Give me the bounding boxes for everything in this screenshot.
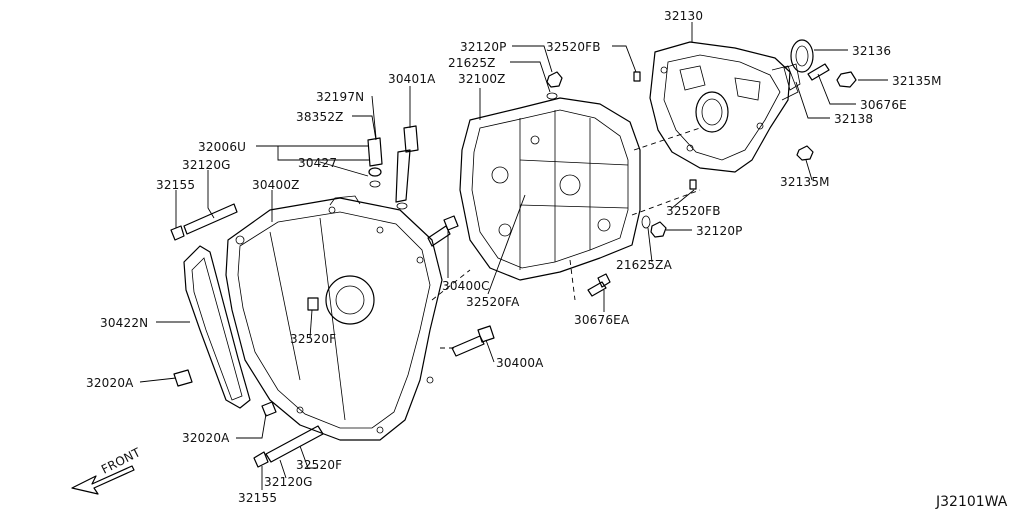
front-label: FRONT — [99, 445, 143, 477]
bolt-30676e — [807, 63, 830, 81]
oil-seal — [790, 39, 814, 73]
gasket-32138 — [783, 63, 801, 91]
label-32155-1: 32155 — [156, 178, 195, 192]
cover-plate — [183, 245, 251, 409]
label-30400z: 30400Z — [252, 178, 300, 192]
label-30427: 30427 — [298, 156, 337, 170]
label-32520fb-2: 32520FB — [666, 204, 721, 218]
leader-lines — [139, 22, 888, 490]
switch-30401a — [395, 125, 419, 210]
diagram-reference-code: J32101WA — [935, 494, 1008, 510]
label-30676e: 30676E — [860, 98, 907, 112]
assembly-lines — [431, 127, 701, 349]
filler-plug-upper — [546, 71, 563, 100]
label-30400c: 30400C — [442, 279, 490, 293]
sensor-32197n — [367, 137, 383, 188]
bolt-30400c — [427, 215, 459, 247]
transmission-case — [459, 97, 641, 281]
label-32020a-2: 32020A — [182, 431, 230, 445]
label-30401a: 30401A — [388, 72, 436, 86]
stud-bolt-lower — [253, 425, 324, 468]
bolt-30676ea — [587, 273, 611, 297]
label-32135m-2: 32135M — [780, 175, 830, 189]
drain-plug-lower — [796, 145, 814, 161]
dowel-pin-upper — [633, 71, 641, 82]
label-32135m-1: 32135M — [892, 74, 942, 88]
bolt-32020a-lower — [261, 401, 277, 417]
label-32520f-1: 32520F — [290, 332, 336, 346]
label-32197n: 32197N — [316, 90, 364, 104]
label-32006u: 32006U — [198, 140, 246, 154]
label-32138: 32138 — [834, 112, 873, 126]
front-direction-indicator: FRONT — [71, 445, 143, 495]
label-30422n: 30422N — [100, 316, 148, 330]
label-38352z: 38352Z — [296, 110, 344, 124]
bolt-32020a-upper — [173, 369, 193, 387]
label-32120p-1: 32120P — [460, 40, 507, 54]
label-30676ea: 30676EA — [574, 313, 630, 327]
clutch-housing — [225, 195, 443, 441]
label-21625za: 21625ZA — [616, 258, 673, 272]
rear-extension-housing — [649, 41, 799, 173]
label-21625z: 21625Z — [448, 56, 496, 70]
drain-plug-upper — [836, 71, 857, 88]
label-32136: 32136 — [852, 44, 891, 58]
label-30400a: 30400A — [496, 356, 544, 370]
dowel-pin-lower — [689, 179, 697, 190]
label-32130: 32130 — [664, 9, 703, 23]
label-32120p-2: 32120P — [696, 224, 743, 238]
part-labels: 32130 32136 32135M 30676E 32138 32135M 3… — [86, 9, 942, 505]
label-32120g-1: 32120G — [182, 158, 231, 172]
label-32520fb-1: 32520FB — [546, 40, 601, 54]
filler-plug-lower — [641, 215, 667, 238]
bolt-30400a — [451, 325, 495, 357]
label-32100z: 32100Z — [458, 72, 506, 86]
stud-bolt-upper — [170, 203, 238, 241]
label-32520fa: 32520FA — [466, 295, 520, 309]
label-32020a-1: 32020A — [86, 376, 134, 390]
label-32155-2: 32155 — [238, 491, 277, 505]
label-32120g-2: 32120G — [264, 475, 313, 489]
label-32520f-2: 32520F — [296, 458, 342, 472]
